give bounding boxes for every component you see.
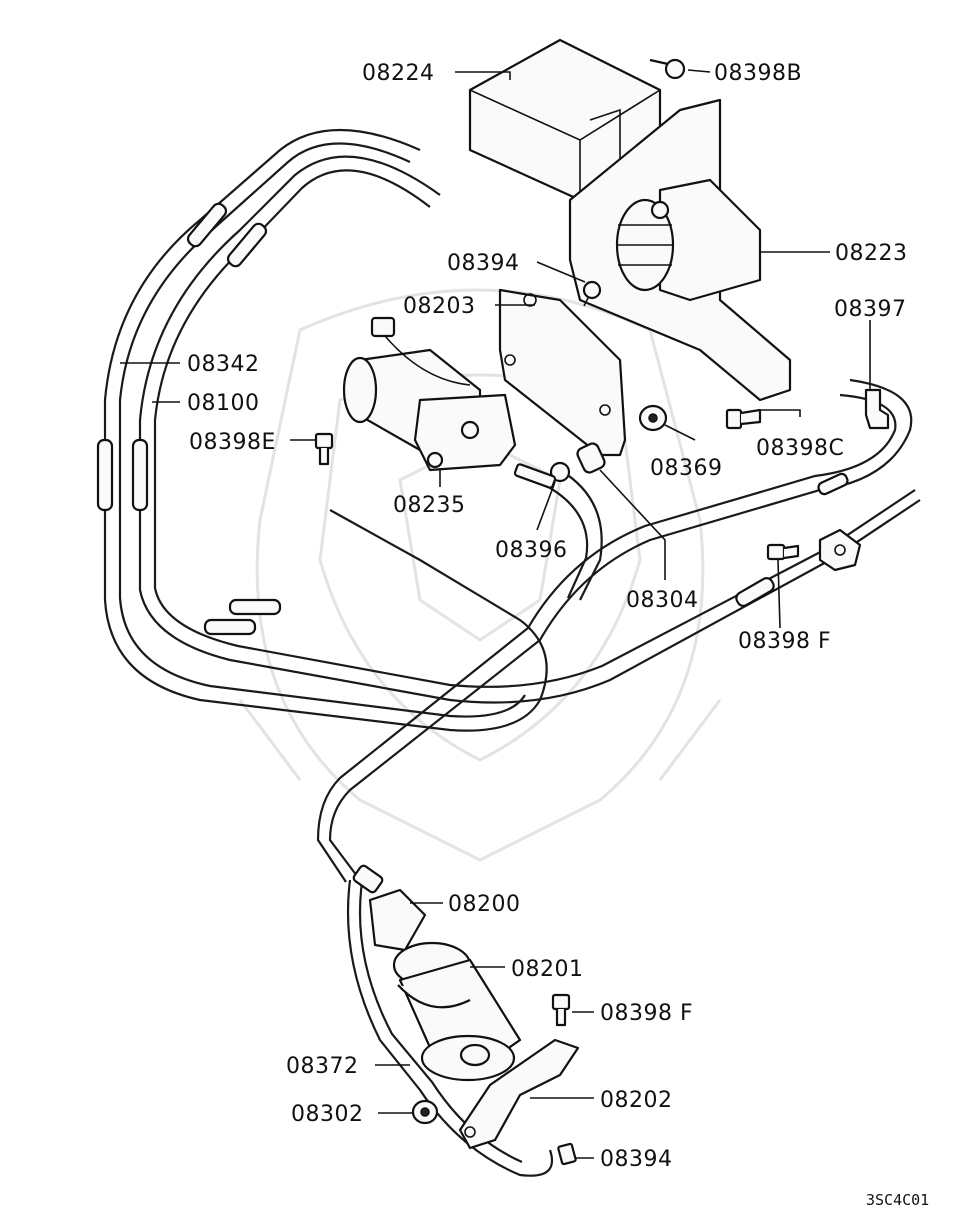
callout-08224: 08224	[362, 61, 435, 86]
callout-08398b: 08398B	[714, 61, 802, 86]
callout-08100: 08100	[187, 391, 260, 416]
callout-08302: 08302	[291, 1102, 364, 1127]
drawing-code: 3SC4C01	[866, 1191, 929, 1209]
cable-08100	[138, 155, 921, 704]
bolt-08398b	[649, 58, 686, 80]
callout-08223: 08223	[835, 241, 908, 266]
callout-08201: 08201	[511, 957, 584, 982]
solenoid-08201	[392, 941, 522, 1082]
callout-08398f-low: 08398 F	[600, 1001, 693, 1026]
leader-lines	[120, 69, 871, 1159]
spring-08304	[576, 442, 606, 474]
bracket-08398f-mid	[818, 528, 862, 572]
callout-08398c: 08398C	[756, 436, 844, 461]
callout-08398e: 08398E	[189, 430, 276, 455]
callout-08304: 08304	[626, 588, 699, 613]
callout-08200: 08200	[448, 892, 521, 917]
connector-08200	[352, 864, 427, 952]
callout-08372: 08372	[286, 1054, 359, 1079]
bracket-08202	[458, 1038, 580, 1150]
bushing-08396	[513, 461, 571, 489]
cable-main	[316, 378, 913, 883]
actuator-08235	[342, 316, 517, 472]
callout-08394-low: 08394	[600, 1147, 673, 1172]
callout-08202: 08202	[600, 1088, 673, 1113]
bolt-08394-low	[557, 1142, 577, 1166]
callout-08369: 08369	[650, 456, 723, 481]
callouts: 08224 08398B 08223 08394 08203 08397 083…	[187, 61, 908, 1172]
callout-08342: 08342	[187, 352, 260, 377]
clip-08302	[411, 1099, 439, 1125]
bracket-08203	[498, 288, 627, 457]
callout-08396: 08396	[495, 538, 568, 563]
bolt-08398f-mid	[766, 543, 800, 561]
bolt-08394-top	[582, 280, 602, 307]
grommet-08369	[638, 404, 668, 432]
clip-08397	[864, 388, 890, 430]
watermark-emblem	[238, 288, 722, 862]
callout-08203: 08203	[403, 294, 476, 319]
callout-08394-top: 08394	[447, 251, 520, 276]
bolt-08398f-low	[551, 993, 571, 1027]
callout-08235: 08235	[393, 493, 466, 518]
callout-08398f-mid: 08398 F	[738, 629, 831, 654]
callout-08397: 08397	[834, 297, 907, 322]
bracket-08223	[568, 98, 792, 402]
bolt-08398e	[314, 432, 334, 466]
bolt-08398c	[725, 408, 762, 430]
cable-sleeves	[96, 202, 849, 636]
